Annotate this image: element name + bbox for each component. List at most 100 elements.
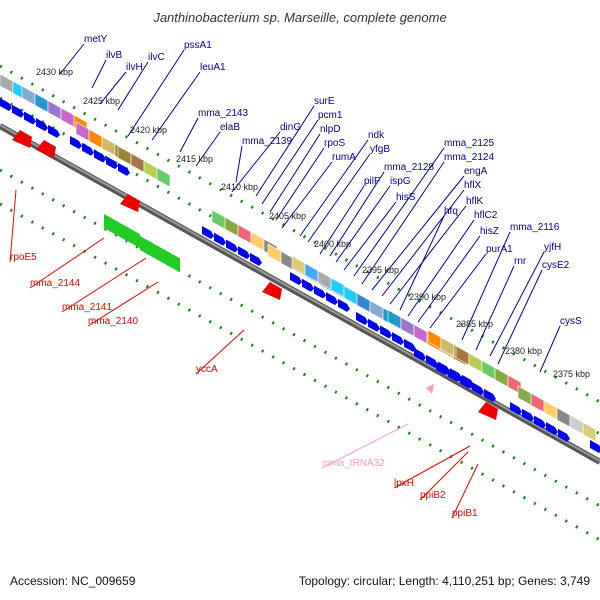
forward-cds-arrow xyxy=(546,422,558,436)
accession-label: Accession: NC_009659 xyxy=(10,574,136,588)
gene-label-upper-leader xyxy=(389,205,467,305)
label-leader-lines xyxy=(9,43,561,519)
kbp-label: 2405 kbp xyxy=(269,211,306,221)
gene-block xyxy=(156,167,171,188)
gene-block xyxy=(0,73,14,94)
forward-cds-arrow xyxy=(414,348,426,361)
gene-block xyxy=(556,407,571,428)
forward-cds-arrow xyxy=(94,149,106,163)
reverse-feature-red xyxy=(12,130,32,148)
gene-label-upper-leader xyxy=(343,201,397,271)
gene-label-upper-leader xyxy=(539,325,561,373)
gene-label-lower-leader xyxy=(87,281,159,327)
gene-label-upper: hflC2 xyxy=(474,210,498,221)
forward-cds-arrow xyxy=(118,162,130,176)
gene-label-upper-leader xyxy=(151,71,201,141)
gene-block xyxy=(543,400,558,421)
gene-label-upper: pssA1 xyxy=(184,40,212,51)
gene-label-upper: nlpD xyxy=(320,124,341,135)
gene-block xyxy=(343,285,358,306)
gene-label-upper-leader xyxy=(353,147,445,277)
gene-label-upper: yfgB xyxy=(370,144,390,155)
genome-summary-label: Topology: circular; Length: 4,110,251 bp… xyxy=(298,574,590,588)
gene-block xyxy=(517,385,532,406)
gene-label-upper: engA xyxy=(464,166,488,177)
forward-cds-arrow xyxy=(460,375,472,389)
forward-cds-arrow xyxy=(12,104,24,118)
gene-label-upper: hisS xyxy=(396,192,416,203)
gene-label-upper-leader xyxy=(399,215,445,311)
gene-block xyxy=(60,107,75,128)
gene-label-lower: yccA xyxy=(196,364,218,375)
gene-label-lower: lpxH xyxy=(394,478,414,489)
gene-label-upper: purA1 xyxy=(486,244,513,255)
kbp-label: 2385 kbp xyxy=(456,319,493,329)
gene-label-upper: mma_2125 xyxy=(444,138,494,149)
forward-cds-arrow xyxy=(238,246,250,260)
gene-block xyxy=(369,300,384,321)
gene-label-upper-leader xyxy=(91,59,107,89)
map-title: Janthinobacterium sp. Marseille, complet… xyxy=(153,10,447,25)
gene-label-upper: rnr xyxy=(514,256,527,267)
gene-label-lower-leader xyxy=(321,423,409,469)
gene-label-lower: ppiB2 xyxy=(420,490,446,501)
gene-label-lower-leader xyxy=(195,329,245,375)
forward-cds-arrow xyxy=(82,142,94,156)
gene-label-upper-leader xyxy=(59,43,85,75)
gene-label-upper: cysS xyxy=(560,316,582,327)
gene-label-upper: pcm1 xyxy=(318,110,343,121)
forward-cds-arrow xyxy=(24,111,36,125)
gene-label-lower-leader xyxy=(393,445,471,489)
gene-label-upper: pilF xyxy=(364,176,380,187)
forward-cds-arrow xyxy=(448,368,460,382)
gene-label-upper-leader xyxy=(407,219,475,317)
forward-cds-arrow xyxy=(226,239,238,253)
gene-label-upper: metY xyxy=(84,34,108,45)
reverse-feature-red xyxy=(120,194,140,212)
forward-cds-arrow xyxy=(436,362,448,375)
gene-label-upper: mma_2139 xyxy=(242,136,292,147)
gene-label-upper-leader xyxy=(275,147,325,221)
forward-cds-arrow xyxy=(472,382,484,396)
gene-block xyxy=(582,421,597,442)
gene-block xyxy=(356,292,371,313)
forward-cds-arrow xyxy=(70,136,82,149)
reverse-feature-red xyxy=(262,282,282,300)
forward-cds-arrow xyxy=(522,408,534,422)
reverse-feature-green xyxy=(140,236,180,273)
gene-label-lower-leader xyxy=(61,257,147,313)
forward-cds-arrow xyxy=(36,118,48,132)
gene-label-upper-leader xyxy=(307,153,371,243)
gene-label-upper: cysE2 xyxy=(542,260,570,271)
gene-label-upper-leader xyxy=(371,175,465,291)
gene-label-lower-leader xyxy=(9,189,17,263)
gene-label-upper: leuA1 xyxy=(200,62,226,73)
gene-label-upper: mma_2124 xyxy=(444,152,494,163)
gene-label-lower-leader xyxy=(29,237,105,289)
gene-label-upper-leader xyxy=(319,185,365,255)
forward-cds-arrow xyxy=(534,415,546,429)
forward-cds-arrow xyxy=(250,252,262,266)
gene-label-upper-leader xyxy=(117,61,149,111)
forward-cds-arrow xyxy=(590,440,600,453)
forward-cds-arrow xyxy=(302,278,314,292)
gene-label-lower: mma_tRNA32 xyxy=(322,458,385,469)
gene-label-upper-leader xyxy=(461,231,511,341)
gene-block xyxy=(494,367,509,388)
gene-label-upper: hfq xyxy=(444,206,458,217)
gene-label-lower-leader xyxy=(419,451,469,501)
gene-label-upper-leader xyxy=(429,253,487,329)
feature-tracks xyxy=(0,73,600,453)
gene-block xyxy=(211,209,226,230)
gene-label-upper: hisZ xyxy=(480,226,499,237)
gene-label-upper: ispG xyxy=(390,176,411,187)
gene-label-upper: ilvB xyxy=(106,50,122,61)
forward-cds-arrow xyxy=(326,292,338,306)
gene-label-upper: ndk xyxy=(368,130,385,141)
kbp-label: 2395 kbp xyxy=(362,265,399,275)
gene-label-upper: rumA xyxy=(332,152,356,163)
kbp-label: 2380 kbp xyxy=(505,346,542,356)
gene-label-upper-leader xyxy=(299,139,369,237)
gene-label-lower: ppiB1 xyxy=(452,508,478,519)
